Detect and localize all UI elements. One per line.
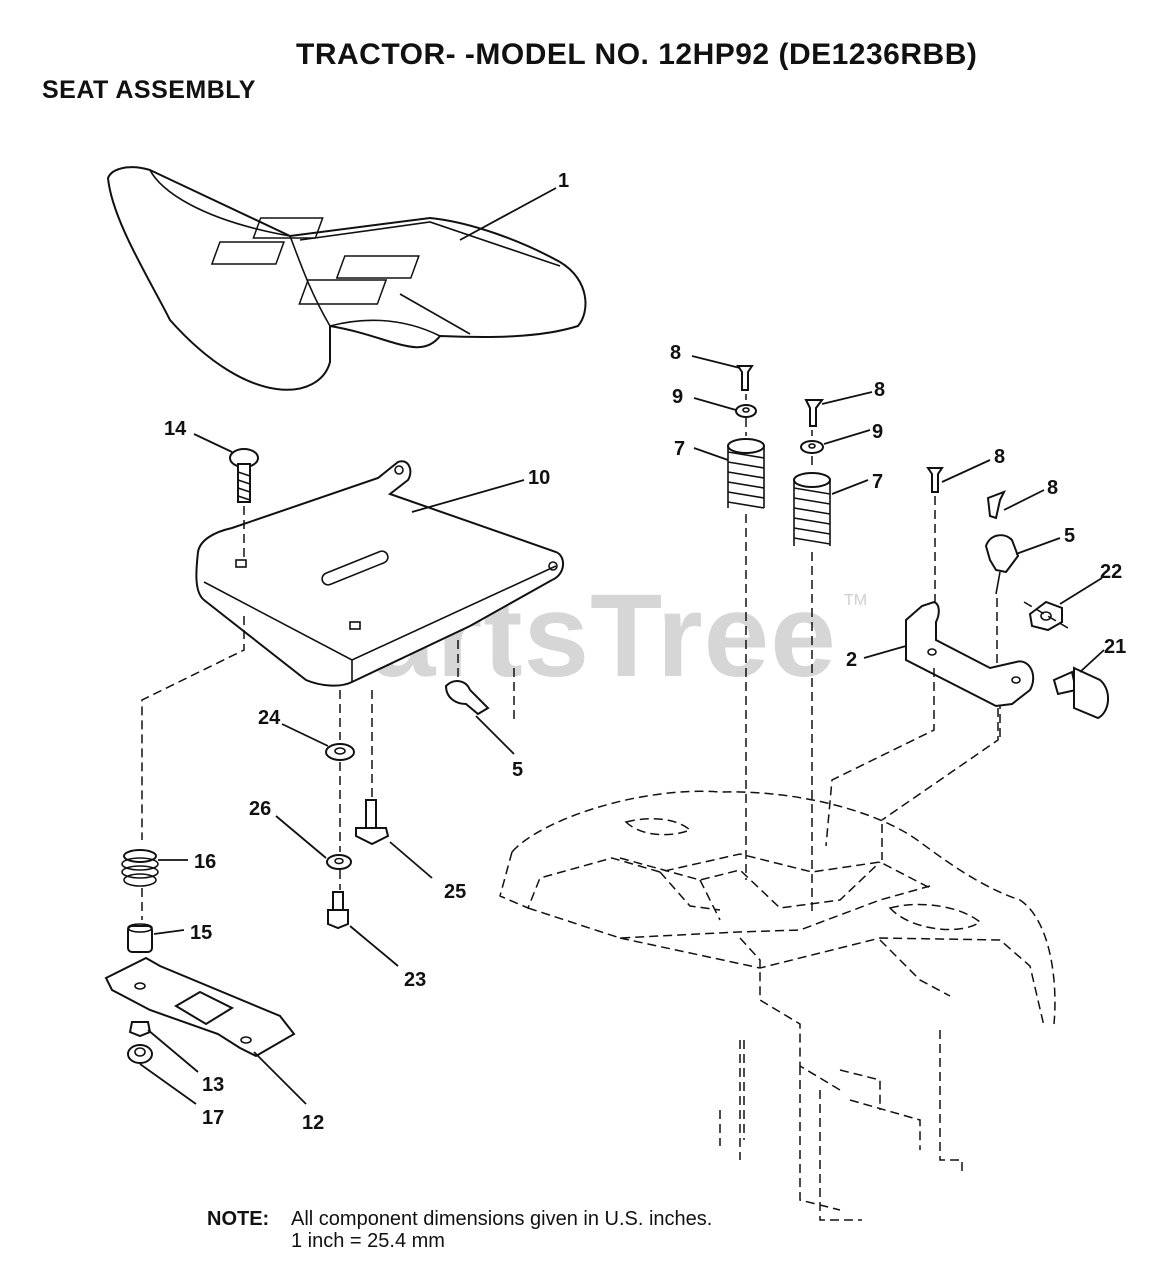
bolt-25-part[interactable]	[355, 799, 390, 846]
note-line-1: All component dimensions given in U.S. i…	[291, 1208, 713, 1230]
diagram-title: TRACTOR- -MODEL NO. 12HP92 (DE1236RBB)	[296, 38, 978, 71]
seat-part[interactable]	[106, 166, 587, 391]
nut-22-part[interactable]	[1028, 600, 1063, 632]
carriage-bolt-part[interactable]	[229, 448, 259, 503]
nut-23-part[interactable]	[327, 891, 349, 930]
knob-21-part[interactable]	[1052, 666, 1109, 720]
washer-26-part[interactable]	[326, 854, 352, 870]
callout-8-b: 8	[874, 379, 885, 401]
callout-8-c: 8	[994, 446, 1005, 468]
callout-21: 21	[1104, 636, 1126, 658]
spring-16-part[interactable]	[121, 849, 159, 887]
callout-5-left: 5	[512, 759, 523, 781]
callout-8-d: 8	[1047, 477, 1058, 499]
callout-24: 24	[258, 707, 281, 729]
screw-8-a-part[interactable]	[736, 365, 754, 391]
callout-22: 22	[1100, 561, 1122, 583]
callout-16: 16	[194, 851, 216, 873]
note-line-2: 1 inch = 25.4 mm	[291, 1230, 445, 1252]
callout-7-left: 7	[674, 438, 685, 460]
callout-25: 25	[444, 881, 466, 903]
callout-5-right: 5	[1064, 525, 1075, 547]
callout-15: 15	[190, 922, 212, 944]
washer-9-b-part[interactable]	[800, 440, 824, 454]
slide-plate-part[interactable]	[104, 956, 296, 1058]
callout-9-a: 9	[672, 386, 683, 408]
section-title: SEAT ASSEMBLY	[42, 76, 256, 104]
callout-8-a: 8	[670, 342, 681, 364]
callout-9-b: 9	[872, 421, 883, 443]
callout-10: 10	[528, 467, 550, 489]
screw-8-b-part[interactable]	[804, 399, 824, 427]
callout-2: 2	[846, 649, 857, 671]
callout-13: 13	[202, 1074, 224, 1096]
bracket-part[interactable]	[905, 600, 1035, 708]
screw-8-d-part[interactable]	[986, 490, 1007, 520]
callout-12: 12	[302, 1112, 324, 1134]
fender-outline	[499, 790, 1056, 1221]
callout-7-right: 7	[872, 471, 883, 493]
nut-17-part[interactable]	[127, 1044, 153, 1064]
screw-8-c-part[interactable]	[926, 467, 944, 493]
spacer-part[interactable]	[127, 923, 153, 953]
nut-13-part[interactable]	[128, 1021, 152, 1038]
callout-1: 1	[558, 170, 569, 192]
callout-17: 17	[202, 1107, 224, 1129]
callout-26: 26	[249, 798, 271, 820]
spring-7-right-part[interactable]	[793, 472, 831, 546]
leader-lines	[139, 187, 1105, 1105]
seat-pan-part[interactable]	[195, 460, 564, 687]
clip-right-part[interactable]	[984, 534, 1020, 595]
callout-23: 23	[404, 969, 426, 991]
washer-9-a-part[interactable]	[735, 404, 757, 418]
callout-14: 14	[164, 418, 187, 440]
washer-24-part[interactable]	[325, 743, 355, 761]
spring-7-left-part[interactable]	[727, 438, 765, 509]
clip-left-part[interactable]	[444, 640, 515, 720]
watermark-trademark: TM	[844, 592, 868, 609]
note-label: NOTE:	[207, 1208, 270, 1230]
